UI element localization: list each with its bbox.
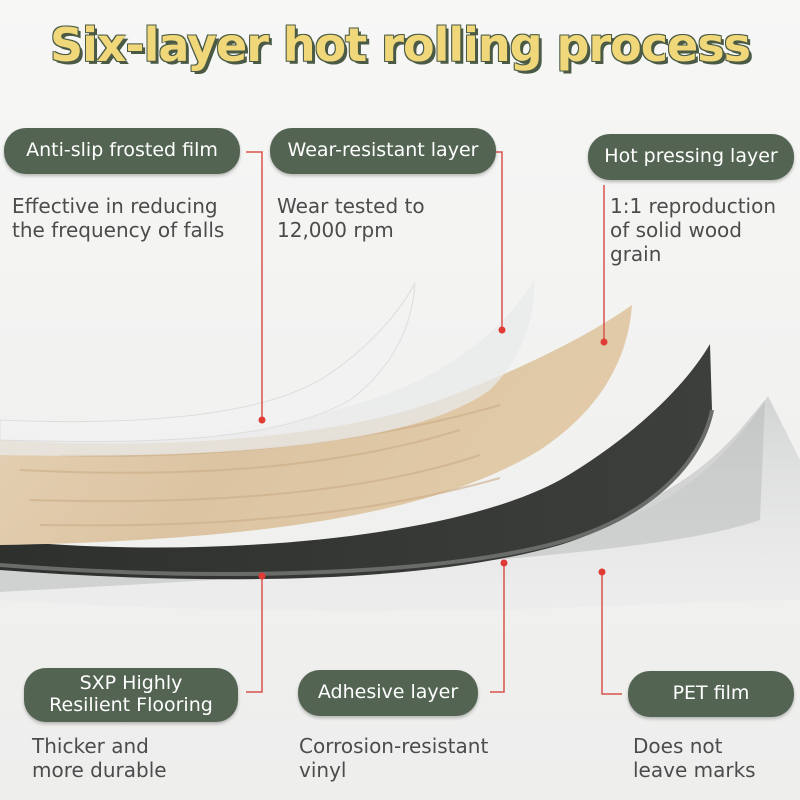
- wear-resistant-label: Wear-resistant layer: [270, 128, 496, 174]
- pet-film-sheet: [0, 396, 800, 612]
- adhesive-label: Adhesive layer: [298, 670, 478, 716]
- adhesive-layer-sheet: [0, 400, 765, 592]
- anti-slip-description: Effective in reducing the frequency of f…: [12, 194, 225, 242]
- pet-film-description: Does not leave marks: [633, 734, 756, 782]
- sxp-core-edge: [0, 409, 714, 576]
- wear-resistant-description: Wear tested to 12,000 rpm: [277, 194, 425, 242]
- anti-slip-label: Anti-slip frosted film: [4, 128, 240, 174]
- leader-lines: [246, 151, 622, 695]
- page-title: Six-layer hot rolling process: [49, 18, 751, 72]
- sxp-core-sheet: [0, 344, 712, 580]
- anti-slip-sheet: [0, 282, 416, 443]
- sxp-description: Thicker and more durable: [32, 734, 167, 782]
- leader-dots: [258, 326, 608, 580]
- wood-grain-sheet: [0, 305, 632, 545]
- wood-grain-lines: [19, 404, 501, 527]
- hot-pressing-description: 1:1 reproduction of solid wood grain: [610, 194, 777, 266]
- sxp-label: SXP Highly Resilient Flooring: [24, 668, 238, 722]
- hot-pressing-label: Hot pressing layer: [588, 134, 794, 180]
- pet-film-label: PET film: [628, 671, 794, 717]
- wear-resistant-sheet: [0, 280, 535, 456]
- adhesive-description: Corrosion-resistant vinyl: [299, 734, 489, 782]
